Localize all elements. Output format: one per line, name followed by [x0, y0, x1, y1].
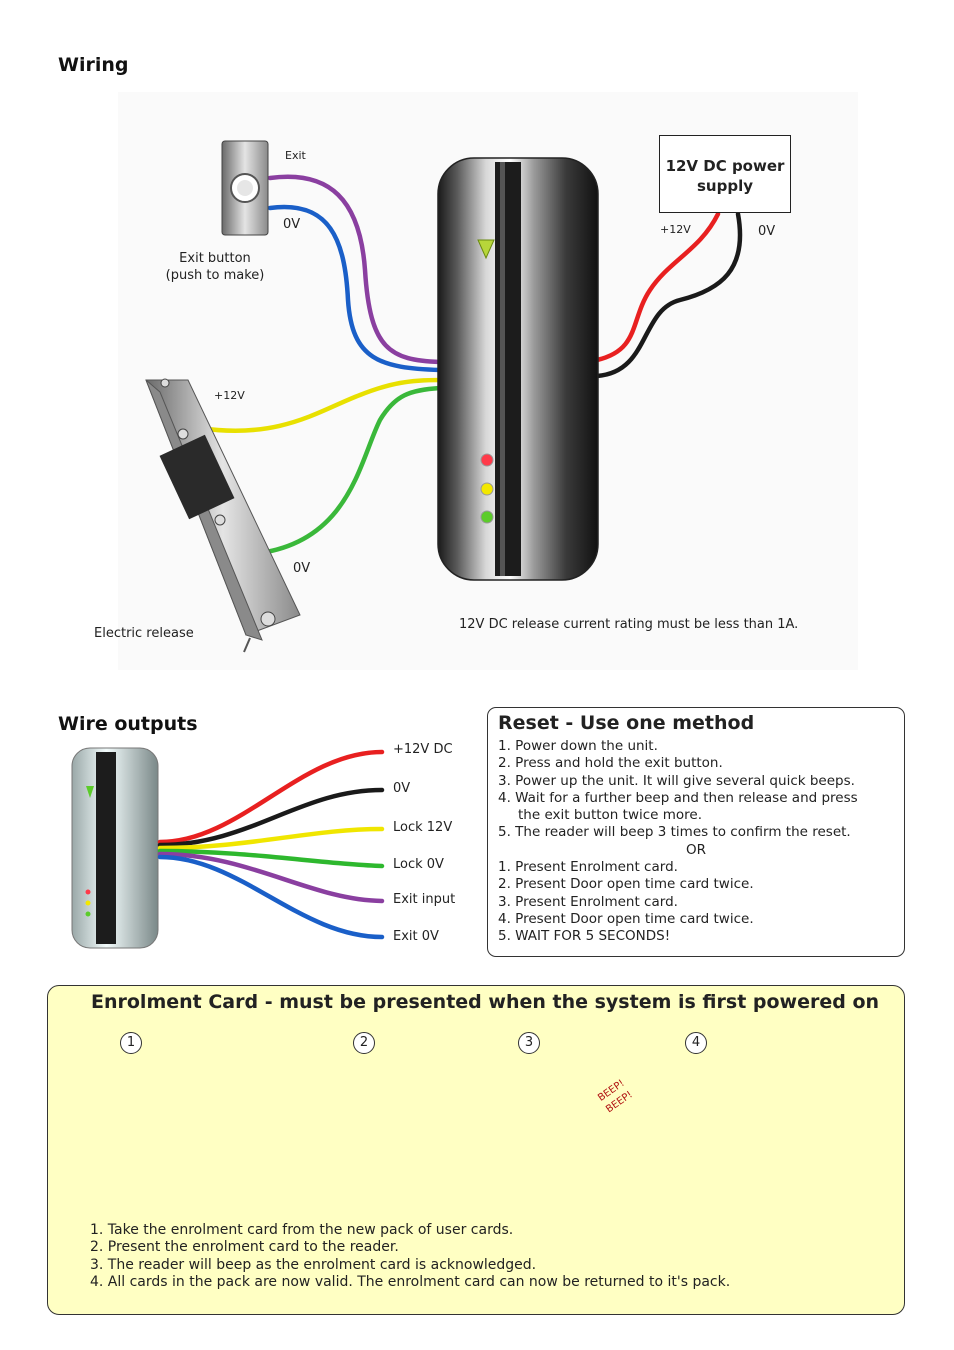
reset-line: 1. Power down the unit. — [498, 738, 658, 754]
enrolment-instruction: 1. Take the enrolment card from the new … — [90, 1222, 514, 1238]
output-wire-4 — [157, 851, 385, 904]
output-wire-3 — [157, 848, 385, 869]
electric-release-graphic — [145, 378, 301, 653]
enrolment-instruction: 4. All cards in the pack are now valid. … — [90, 1273, 731, 1290]
output-wire-5 — [157, 854, 385, 940]
enrolment-instructions: 1. Take the enrolment card from the new … — [90, 1222, 730, 1291]
reset-line: the exit button twice more. — [518, 807, 703, 824]
output-wire-0 — [157, 749, 385, 845]
reset-instructions-box: Reset - Use one method 1. Power down the… — [487, 707, 905, 957]
wire-lock-yellow — [197, 377, 443, 433]
wire-lock-green — [257, 385, 443, 556]
current-rating-note: 12V DC release current rating must be le… — [459, 617, 799, 632]
psu-0v-label: 0V — [758, 224, 776, 239]
electric-release-caption: Electric release — [94, 626, 194, 641]
release-plus-label: +12V — [214, 389, 245, 402]
wire-label-5: Exit 0V — [393, 929, 439, 944]
reset-line: 4. Present Door open time card twice. — [498, 910, 754, 927]
reset-line: 2. Present Door open time card twice. — [498, 876, 754, 893]
exit-button-caption-2: (push to make) — [165, 268, 265, 283]
wire-psu-red — [594, 211, 721, 363]
wires-main — [197, 174, 743, 556]
wire-label-1: 0V — [393, 781, 411, 796]
wire-exit-blue — [267, 204, 443, 373]
exit-0v-label: 0V — [283, 217, 301, 232]
step-number-2: 2 — [353, 1032, 375, 1054]
wire-label-2: Lock 12V — [393, 820, 453, 835]
reset-line: 2. Press and hold the exit button. — [498, 755, 723, 772]
psu-plus-label: +12V — [660, 223, 691, 236]
enrolment-title: Enrolment Card - must be presented when … — [91, 991, 880, 1013]
wire-label-0: +12V DC — [393, 742, 453, 757]
reset-line: 4. Wait for a further beep and then rele… — [498, 789, 858, 806]
wire-exit-purple — [267, 174, 443, 365]
wire-outputs-title: Wire outputs — [58, 713, 198, 735]
exit-button-caption-1: Exit button — [179, 251, 251, 266]
psu-label-2: supply — [696, 177, 753, 195]
step-number-1: 1 — [120, 1032, 142, 1054]
reset-line: 5. WAIT FOR 5 SECONDS! — [498, 928, 671, 945]
release-0v-label: 0V — [293, 561, 311, 576]
reset-or: OR — [685, 841, 706, 858]
psu-label-1: 12V DC power — [665, 157, 785, 175]
wire-psu-black — [594, 211, 743, 379]
output-wires — [157, 749, 385, 940]
reset-line: 3. Present Enrolment card. — [498, 893, 678, 910]
output-wire-1 — [157, 787, 385, 848]
wire-label-3: Lock 0V — [393, 857, 444, 872]
wire-label-4: Exit input — [393, 892, 456, 907]
reset-line: 5. The reader will beep 3 times to confi… — [498, 824, 851, 841]
step-number-4: 4 — [685, 1032, 707, 1054]
power-supply-box: 12V DC power supply — [659, 135, 791, 213]
exit-button-graphic — [221, 140, 269, 236]
reset-line: 3. Power up the unit. It will give sever… — [498, 772, 855, 789]
enrolment-box: Enrolment Card - must be presented when … — [47, 985, 905, 1315]
step-number-3: 3 — [518, 1032, 540, 1054]
reset-title: Reset - Use one method — [498, 712, 755, 734]
enrolment-instruction: 3. The reader will beep as the enrolment… — [90, 1256, 537, 1273]
enrolment-instruction: 2. Present the enrolment card to the rea… — [90, 1239, 399, 1256]
main-reader-graphic — [437, 157, 599, 581]
reset-line: 1. Present Enrolment card. — [498, 859, 678, 876]
wiring-title: Wiring — [58, 54, 129, 76]
exit-wire-label: Exit — [285, 149, 306, 162]
output-wire-2 — [157, 826, 385, 851]
mini-reader-graphic — [71, 747, 159, 949]
